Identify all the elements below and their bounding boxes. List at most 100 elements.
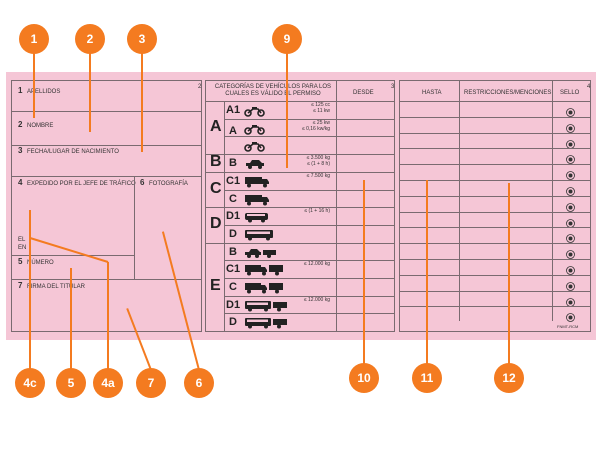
seal-icon [566, 246, 575, 260]
category-group-label: B [210, 152, 222, 170]
row-divider [206, 242, 394, 244]
hasta-header: HASTA [422, 90, 442, 96]
row-divider [400, 243, 590, 245]
truck-icon [244, 193, 270, 211]
callout-line [141, 39, 143, 152]
field-expedido-en: EN [18, 245, 27, 251]
row-divider [224, 278, 394, 279]
callout-12: 12 [494, 363, 524, 393]
row-limit: ≤ 7.500 kg [306, 172, 330, 179]
row-divider [400, 148, 590, 150]
divider [134, 176, 135, 279]
callout-line [286, 39, 288, 168]
subcategory-label: A1 [226, 104, 241, 116]
callout-line [29, 210, 31, 370]
field-1-number: 1 [18, 86, 23, 95]
callout-6: 6 [184, 368, 214, 398]
divider [336, 81, 337, 331]
row-limit: ≤ (1 + 16 h) [304, 208, 330, 215]
trucktrailer-icon [244, 263, 284, 281]
callout-4a: 4a [93, 368, 123, 398]
moto-icon [244, 122, 266, 140]
row-divider [224, 313, 394, 315]
row-limit: ≤ 12.000 kg [303, 296, 330, 303]
subcategory-label: D1 [226, 298, 241, 311]
subcategory-label: D [229, 316, 237, 329]
panel-number-3: 3 [391, 84, 395, 90]
issuer-mark: FNMT-RCM [557, 324, 579, 329]
personal-data-panel: 2 1 APELLIDOS 2 NOMBRE 3 FECHA/LUGAR DE … [11, 80, 202, 332]
category-group-label: A [210, 117, 222, 135]
row-divider [400, 290, 590, 292]
panel-number-4: 4 [587, 84, 591, 90]
row-divider [224, 295, 394, 297]
seal-icon [566, 167, 575, 181]
seal-icon [566, 309, 575, 323]
row-divider [400, 180, 590, 181]
moto-icon [244, 104, 266, 122]
row-divider [224, 260, 394, 262]
row-divider [400, 116, 590, 118]
divider [12, 255, 134, 256]
sello-header: SELLO [560, 90, 580, 96]
moto-icon [244, 139, 266, 157]
bus-icon [244, 228, 274, 246]
row-limit: ≤ (1 + 8 h) [307, 161, 330, 168]
callout-3: 3 [127, 24, 157, 54]
row-divider [206, 207, 394, 209]
row-divider [400, 274, 590, 276]
subcategory-label: B [229, 245, 237, 258]
seal-icon [566, 262, 575, 275]
cartrailer-icon [244, 246, 278, 264]
row-divider [400, 259, 590, 260]
categories-header: CATEGORÍAS DE VEHÍCULOS PARA LOS CUALES … [214, 84, 332, 97]
restricciones-header: RESTRICCIONES/MENCIONES [464, 90, 552, 96]
row-limit: ≤ 125 cc [311, 102, 330, 108]
seal-icon [566, 215, 575, 228]
seal-icon [566, 151, 575, 165]
divider [459, 81, 460, 321]
callout-9: 9 [272, 24, 302, 54]
divider [552, 81, 553, 321]
row-divider [224, 136, 394, 138]
minibus-icon [244, 210, 270, 228]
bustrailer-icon [244, 316, 288, 334]
bustrailer-icon [244, 299, 288, 317]
field-6-number: 6 [140, 178, 145, 187]
subcategory-label: C1 [226, 174, 241, 187]
seal-icon [566, 104, 575, 117]
callout-4c: 4c [15, 368, 45, 398]
callout-line [363, 180, 365, 365]
subcategory-label: C [229, 281, 237, 293]
license-card: 2 1 APELLIDOS 2 NOMBRE 3 FECHA/LUGAR DE … [6, 72, 596, 340]
row-divider [400, 306, 590, 308]
callout-1: 1 [19, 24, 49, 54]
callout-5: 5 [56, 368, 86, 398]
field-nombre-label: NOMBRE [27, 123, 54, 129]
field-fotografia-label: FOTOGRAFÍA [149, 181, 188, 187]
trucktrailer-icon [244, 281, 284, 299]
subcategory-label: C1 [226, 263, 241, 276]
seal-icon [566, 278, 575, 291]
seal-icon [566, 294, 575, 307]
field-7-number: 7 [18, 281, 23, 290]
category-group-label: D [210, 214, 222, 232]
callout-7: 7 [136, 368, 166, 398]
row-divider [224, 118, 394, 120]
row-limit: ≤ 25 kw [312, 119, 330, 126]
divider [12, 176, 201, 177]
row-limit: ≤ 0,16 kw/kg [301, 125, 330, 132]
panel-number-2: 2 [198, 84, 202, 90]
car-icon [244, 157, 266, 175]
row-divider [224, 224, 394, 226]
divider [12, 279, 201, 280]
row-divider [206, 154, 394, 156]
divider [12, 145, 201, 146]
field-2-number: 2 [18, 120, 23, 129]
divider [12, 111, 201, 112]
validity-panel: 4 HASTA RESTRICCIONES/MENCIONES SELLO FN… [399, 80, 591, 332]
callout-line [426, 180, 428, 365]
truck-icon [244, 175, 270, 193]
desde-header: DESDE [353, 90, 374, 96]
category-group-label: C [210, 179, 222, 197]
